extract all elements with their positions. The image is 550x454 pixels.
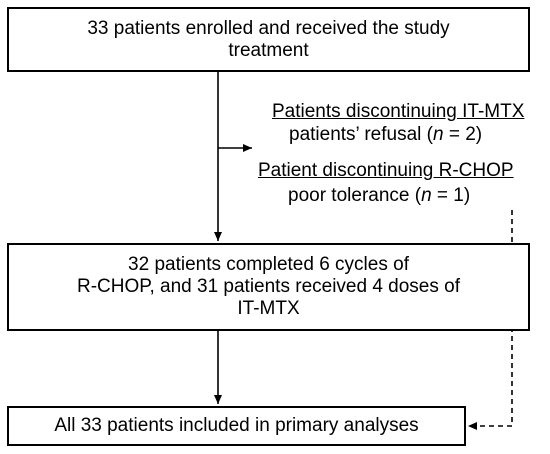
exclusion-reason-rchop: poor tolerance (n = 1)	[288, 185, 470, 207]
reason-suffix: = 2)	[443, 124, 483, 145]
analysis-text: All 33 patients included in primary anal…	[54, 415, 419, 436]
reason-prefix: patients’ refusal (	[289, 124, 433, 145]
enrolled-line2: treatment	[228, 39, 309, 61]
n-label: n	[421, 185, 432, 206]
completed-box: 32 patients completed 6 cycles of R-CHOP…	[7, 243, 530, 331]
exclusion-reason-itmtx: patients’ refusal (n = 2)	[289, 124, 482, 146]
enrolled-box: 33 patients enrolled and received the st…	[7, 7, 530, 72]
completed-line2: R-CHOP, and 31 patients received 4 doses…	[76, 276, 461, 297]
n-label: n	[432, 124, 444, 145]
exclusion-heading-itmtx: Patients discontinuing IT-MTX	[272, 101, 525, 122]
exclusion-heading-rchop: Patient discontinuing R-CHOP	[258, 160, 514, 181]
reason-suffix: = 1)	[431, 185, 471, 206]
enrolled-line1: 33 patients enrolled and received the st…	[87, 17, 450, 39]
analysis-box: All 33 patients included in primary anal…	[7, 406, 466, 446]
completed-line3: IT-MTX	[237, 298, 300, 319]
reason-prefix: poor tolerance (	[288, 185, 422, 206]
completed-line1: 32 patients completed 6 cycles of	[128, 254, 409, 275]
